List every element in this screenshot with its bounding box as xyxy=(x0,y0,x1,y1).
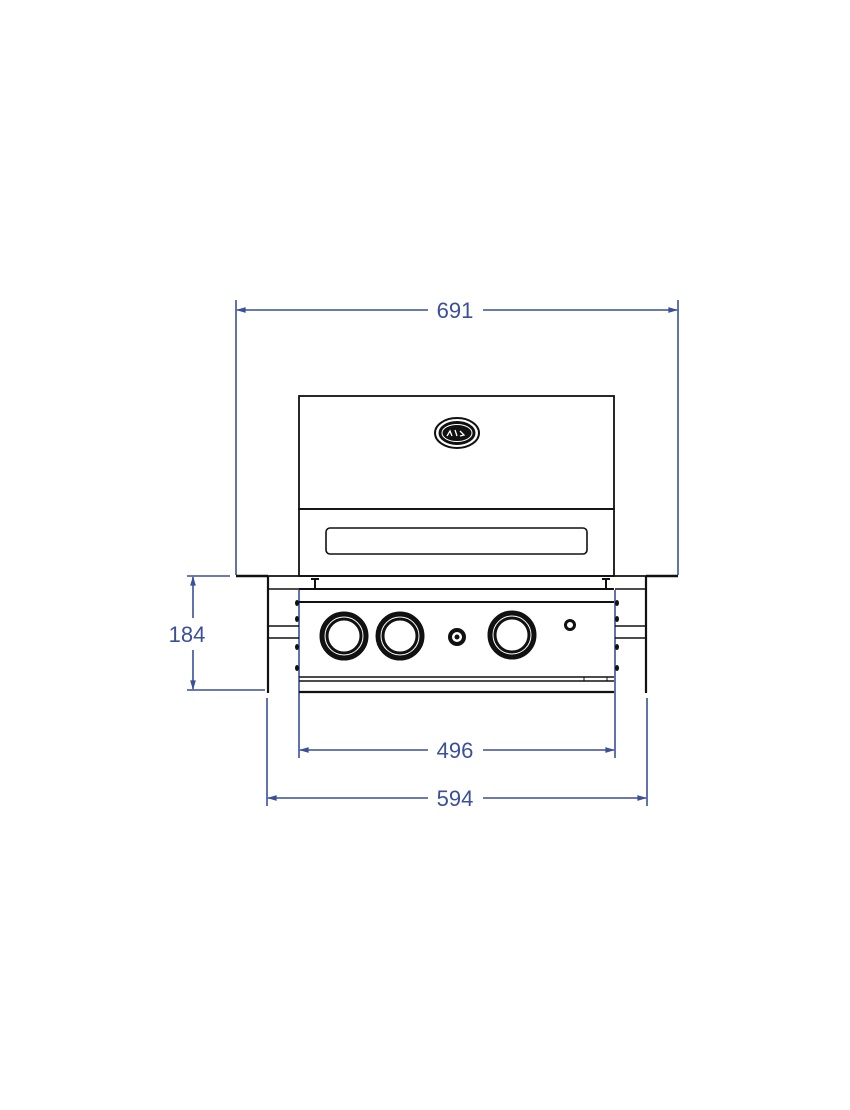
indicator-light-icon xyxy=(564,619,576,631)
grill-lid xyxy=(298,395,615,510)
dimension-overall-width xyxy=(235,300,679,575)
control-knob-2-icon xyxy=(375,611,425,661)
label-overall-width: 691 xyxy=(437,298,474,323)
label-height: 184 xyxy=(169,622,206,647)
igniter-button-icon xyxy=(448,628,466,646)
control-knob-1-icon xyxy=(319,611,369,661)
dimension-cutout-width xyxy=(266,698,648,806)
dimension-inner-width xyxy=(298,590,616,758)
dimension-height xyxy=(187,575,265,691)
lid-front-panel xyxy=(298,508,615,577)
grill-body xyxy=(236,395,678,694)
logo-badge-icon xyxy=(434,417,480,449)
label-inner-width: 496 xyxy=(437,738,474,763)
lid-handle xyxy=(325,527,588,555)
control-knob-3-icon xyxy=(487,610,537,660)
side-bolts-left xyxy=(295,600,299,671)
label-cutout-width: 594 xyxy=(437,786,474,811)
side-bolts-right xyxy=(615,600,619,671)
